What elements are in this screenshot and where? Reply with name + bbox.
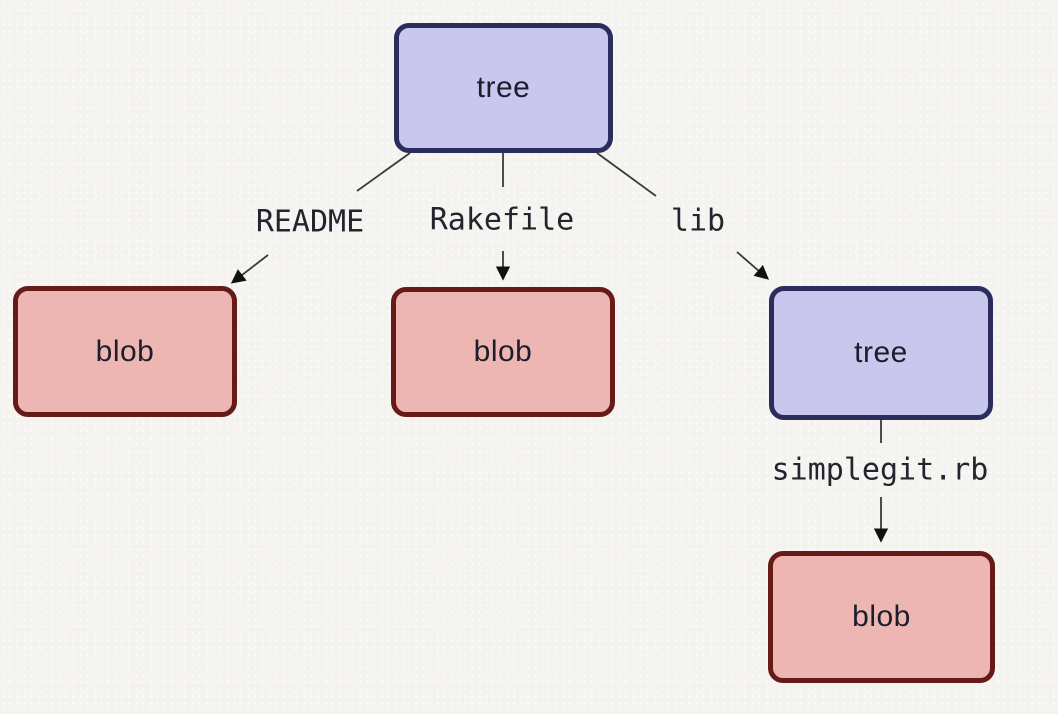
- edge-treeroot-lib-upper: [596, 152, 657, 197]
- edge-label-readme: README: [255, 204, 365, 240]
- node-blob-simplegit: blob: [768, 551, 995, 683]
- edge-treeroot-readme-upper: [356, 152, 411, 192]
- node-blob-rakefile: blob: [391, 287, 615, 417]
- node-label: tree: [854, 336, 908, 369]
- edge-label-simplegit-rb: simplegit.rb: [771, 452, 989, 488]
- edge-label-lib: lib: [670, 203, 726, 239]
- node-label: blob: [852, 600, 911, 633]
- node-label: tree: [476, 71, 531, 104]
- edge-label-rakefile: Rakefile: [429, 202, 575, 238]
- node-blob-readme: blob: [13, 286, 237, 417]
- node-tree-lib: tree: [769, 286, 993, 420]
- edge-readme-blob-arrow: [230, 254, 269, 284]
- node-label: blob: [95, 334, 155, 368]
- node-tree-root: tree: [394, 23, 613, 153]
- edge-lib-tree-arrow: [736, 251, 770, 280]
- node-label: blob: [473, 335, 533, 368]
